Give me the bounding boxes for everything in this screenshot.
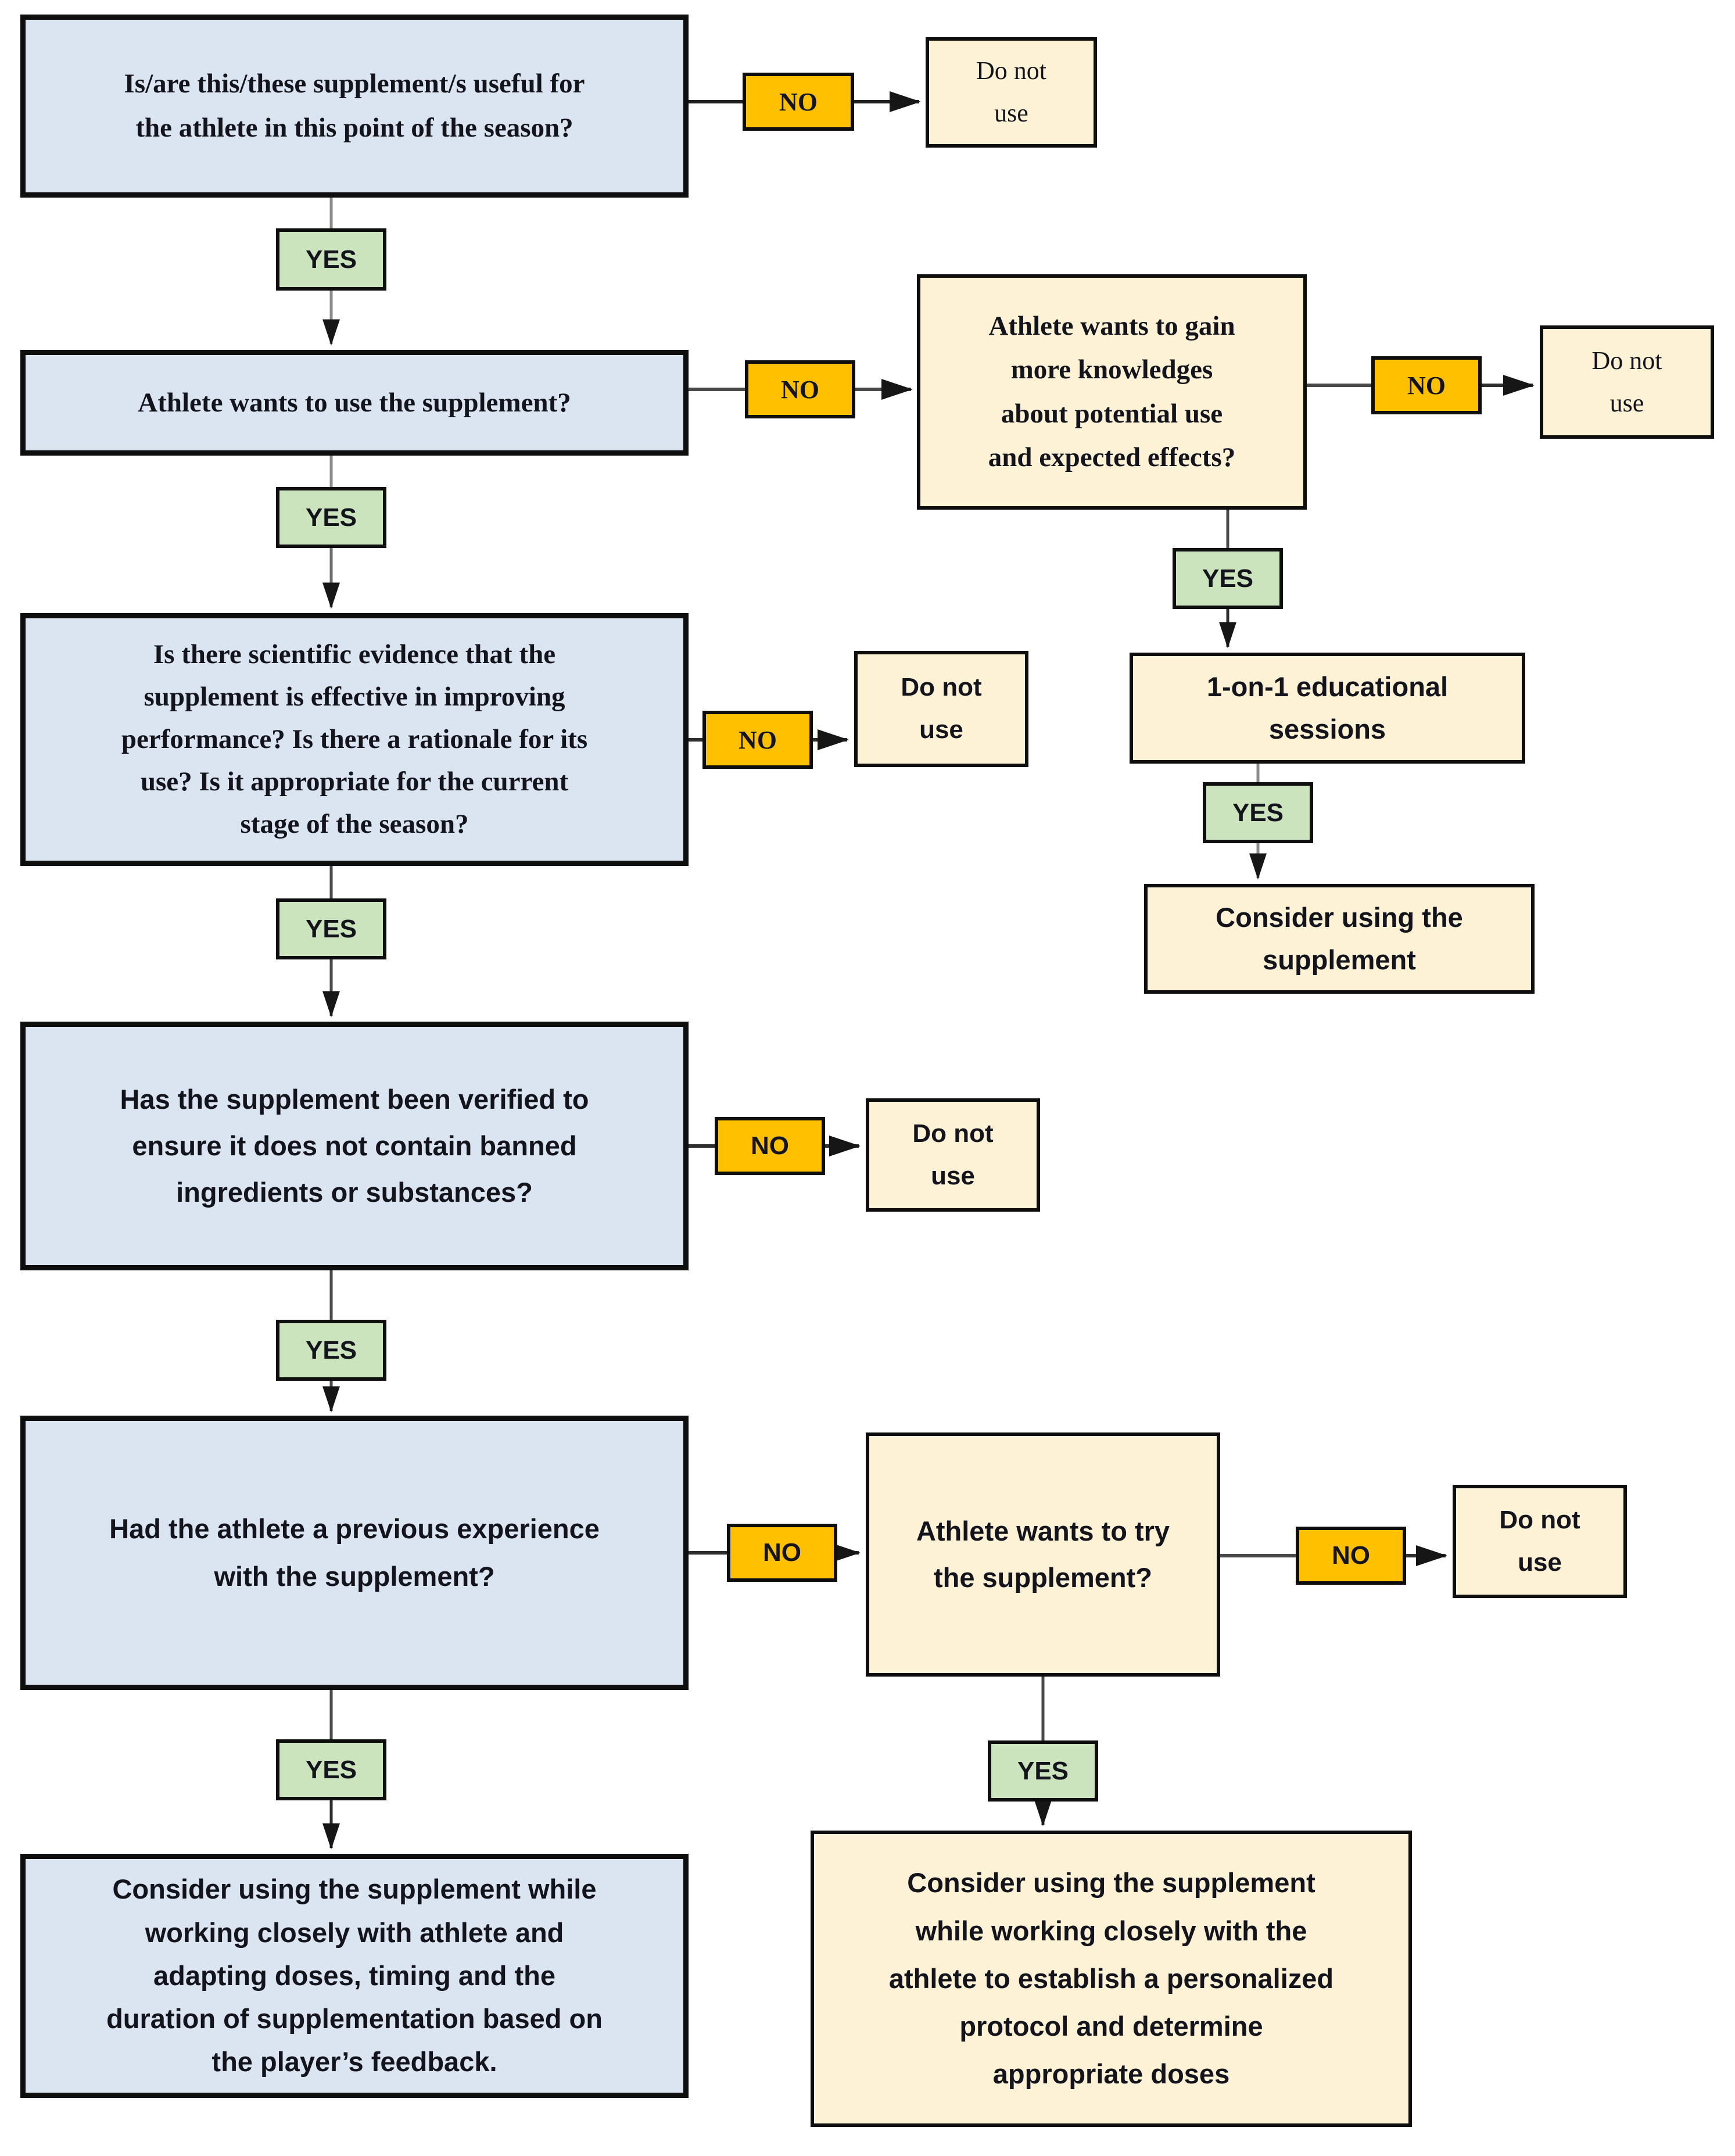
consider-using-box: Consider using the supplement: [1144, 884, 1535, 994]
yes-badge-2: YES: [276, 487, 386, 548]
consider-using-text: Consider using the supplement: [1216, 901, 1463, 975]
yes-badge-gain: YES: [1173, 548, 1283, 609]
edu-sessions-text: 1-on-1 educational sessions: [1206, 671, 1449, 744]
question-experience-box: Had the athlete a previous experience wi…: [20, 1416, 689, 1690]
consider-personalized-text: Consider using the supplement while work…: [888, 1867, 1334, 2090]
no-badge-2: NO: [745, 360, 855, 418]
yes-badge-edu: YES: [1203, 782, 1313, 843]
no-badge-5b: NO: [1296, 1527, 1406, 1585]
question-useful-text: Is/are this/these supplement/s useful fo…: [124, 69, 585, 143]
edu-sessions-box: 1-on-1 educational sessions: [1130, 653, 1525, 764]
do-not-use-box-5: Do not use: [1453, 1485, 1627, 1598]
question-wants-use-text: Athlete wants to use the supplement?: [138, 388, 571, 418]
question-verified-text: Has the supplement been verified to ensu…: [120, 1084, 589, 1208]
question-wants-try-box: Athlete wants to try the supplement?: [866, 1432, 1220, 1677]
yes-badge-3: YES: [276, 898, 386, 959]
yes-badge-4: YES: [276, 1320, 386, 1381]
do-not-use-box-1: Do not use: [926, 37, 1097, 148]
question-gain-knowledge-text: Athlete wants to gain more knowledges ab…: [988, 311, 1236, 472]
question-useful-box: Is/are this/these supplement/s useful fo…: [20, 15, 689, 198]
yes-badge-try: YES: [988, 1740, 1098, 1802]
do-not-use-box-2: Do not use: [1540, 325, 1714, 439]
question-gain-knowledge-box: Athlete wants to gain more knowledges ab…: [917, 274, 1307, 510]
do-not-use-box-4: Do not use: [866, 1098, 1040, 1212]
no-badge-1: NO: [743, 73, 854, 131]
yes-badge-1: YES: [276, 228, 386, 291]
no-badge-4: NO: [715, 1117, 825, 1175]
question-wants-try-text: Athlete wants to try the supplement?: [916, 1516, 1170, 1593]
question-evidence-text: Is there scientific evidence that the su…: [121, 639, 588, 839]
consider-personalized-box: Consider using the supplement while work…: [811, 1831, 1412, 2127]
question-wants-use-box: Athlete wants to use the supplement?: [20, 350, 689, 456]
question-verified-box: Has the supplement been verified to ensu…: [20, 1022, 689, 1270]
yes-badge-5: YES: [276, 1739, 386, 1800]
no-badge-2b: NO: [1371, 356, 1482, 414]
consider-adapt-text: Consider using the supplement while work…: [106, 1874, 603, 2078]
question-evidence-box: Is there scientific evidence that the su…: [20, 613, 689, 866]
question-experience-text: Had the athlete a previous experience wi…: [109, 1513, 600, 1592]
no-badge-5: NO: [727, 1524, 837, 1582]
no-badge-3: NO: [702, 711, 813, 769]
consider-adapt-box: Consider using the supplement while work…: [20, 1854, 689, 2098]
do-not-use-box-3: Do not use: [854, 651, 1028, 767]
